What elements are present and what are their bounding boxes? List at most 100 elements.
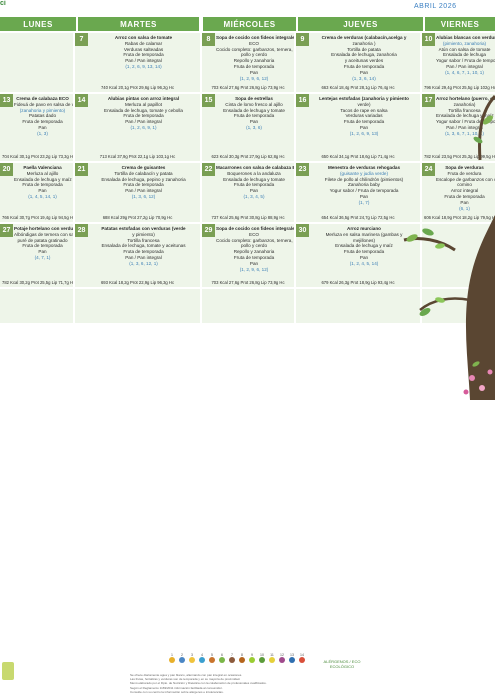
menu-line: Fruta de temporada bbox=[123, 52, 164, 58]
day-number: 23 bbox=[296, 163, 309, 176]
menu-line: Fruta de temporada bbox=[343, 119, 385, 125]
menu-line: Ensalada de lechuga y maíz bbox=[14, 176, 72, 182]
menu-line: Boquerones a la andaluza bbox=[227, 170, 281, 176]
day-number: 27 bbox=[0, 224, 13, 237]
allergen-dot-icon bbox=[199, 657, 205, 663]
menu-day-cell bbox=[202, 289, 294, 323]
nutrition-info: 703 Kcal 27,6g Prot 26,8g Lip 73,9g Hc bbox=[211, 280, 285, 285]
menu-line: Sopa de estrellas bbox=[235, 96, 273, 101]
menu-line: Arroz integral bbox=[450, 188, 479, 194]
allergen-codes: (1, 7) bbox=[358, 199, 370, 205]
day-header-2: MIÉRCOLES bbox=[203, 17, 296, 31]
allergen-codes: (1, 2, 6, 9, 1) bbox=[130, 124, 157, 130]
allergen-codes: (1, 2, 9, 6, 12) bbox=[239, 266, 269, 272]
allergen-icon: 10 bbox=[258, 653, 266, 663]
menu-line: Atún con salsa de tomate bbox=[438, 46, 491, 52]
menu-text: Alubias blancas con verduras(pimiento, z… bbox=[436, 35, 495, 76]
menu-line: Alubias pintas con arroz integral bbox=[107, 96, 180, 101]
menu-line: Fruta de temporada bbox=[123, 113, 164, 119]
allergen-icon: 1 bbox=[168, 653, 176, 663]
allergen-icon: 8 bbox=[238, 653, 246, 663]
menu-line: Zanahoria baby bbox=[348, 182, 380, 188]
day-number: 7 bbox=[75, 33, 88, 46]
menu-line: Fruta de temporada bbox=[233, 254, 275, 260]
menu-text: Lentejas estofadas (zanahoria y pimiento… bbox=[310, 96, 418, 137]
nutrition-info: 713 Kcal 37,9g Prot 22,1g Lip 103,1g Hc bbox=[99, 154, 176, 159]
menu-line: Repollo y zanahoria bbox=[233, 58, 275, 64]
menu-line: zanahoria ) bbox=[352, 40, 376, 46]
menu-line: Patatas dado bbox=[28, 113, 57, 119]
allergen-dot-icon bbox=[189, 657, 195, 663]
menu-line: Pan bbox=[38, 124, 47, 130]
menu-text: Menestra de verduras rehogadas(guisante … bbox=[310, 165, 418, 206]
day-number: 21 bbox=[75, 163, 88, 176]
menu-line: Fruta de temporada bbox=[233, 113, 275, 119]
nutrition-info: 606 Kcal 18,9g Prot 18,2g Lip 79,5g Hc bbox=[424, 215, 495, 220]
menu-line: Yogur sabor / Fruta de temporada bbox=[436, 58, 495, 64]
allergen-codes: (zanahoria y pimiento) bbox=[19, 107, 66, 113]
menu-line: Tortilla de patata bbox=[347, 46, 381, 52]
nutrition-info: 663 Kcal 18,4g Prot 28,1g Lip 76,4g Hc bbox=[321, 85, 395, 90]
day-number: 22 bbox=[202, 163, 215, 176]
allergen-codes: (1, 2, 6, 9, 13, 14) bbox=[125, 63, 162, 69]
menu-line: Fruta de temporada bbox=[444, 193, 485, 199]
company-logo: ci bbox=[0, 0, 6, 7]
menu-line: Pan bbox=[38, 249, 47, 255]
menu-line: Pan bbox=[249, 188, 259, 194]
allergen-icon: 6 bbox=[218, 653, 226, 663]
allergen-dot-icon bbox=[249, 657, 255, 663]
menu-line: Fruta de temporada bbox=[343, 63, 385, 69]
nutrition-info: 766 Kcal 30,7g Prot 19,4g Lip 94,5g Hc bbox=[2, 215, 73, 220]
allergen-codes: (pimiento, zanahoria) bbox=[442, 40, 487, 46]
day-number: 20 bbox=[0, 163, 13, 176]
menu-line: Ensalada de lechuga y maíz bbox=[436, 113, 494, 119]
allergen-dot-icon bbox=[169, 657, 175, 663]
menu-day-cell bbox=[422, 289, 495, 323]
month-title: ABRIL 2026 bbox=[414, 3, 457, 10]
menu-line: Pan bbox=[359, 124, 369, 130]
menu-day-cell bbox=[0, 33, 73, 92]
menu-line: y pimiento) bbox=[132, 231, 155, 237]
menu-line: Fruta de temporada bbox=[22, 119, 63, 125]
menu-line: zanahoria) bbox=[453, 101, 476, 107]
menu-line: pollo y cerdo bbox=[240, 243, 268, 249]
menu-line: Lentejas estofadas (zanahoria y pimiento bbox=[319, 96, 409, 101]
menu-line: Arroz murciano bbox=[347, 226, 381, 231]
menu-line: Fruta de temporada bbox=[123, 249, 164, 255]
menu-line: Sopa de verduras bbox=[445, 165, 484, 170]
menu-line: Ensalada de lechuga y tomate bbox=[223, 176, 285, 182]
menu-line: Repollo y zanahoria bbox=[233, 249, 275, 255]
allergen-codes: (guisante y judía verde) bbox=[339, 170, 388, 176]
menu-line: Cocido completo: garbanzos, ternera, bbox=[216, 46, 293, 52]
allergen-dot-icon bbox=[299, 657, 305, 663]
menu-line: pollo y cerdo bbox=[240, 52, 268, 58]
menu-line: Ensalada de lechuga, tomate y aceitunas bbox=[101, 243, 186, 249]
nutrition-info: 737 Kcal 25,6g Prot 30,8g Lip 88,9g Hc bbox=[211, 215, 285, 220]
nutrition-info: 693 Kcal 18,2g Prot 22,9g Lip 96,3g Hc bbox=[100, 280, 175, 285]
menu-line: Crema de guisantes bbox=[121, 165, 166, 170]
menu-line: Potaje hortelano con verduras bbox=[14, 226, 73, 231]
menu-line: Ensalada de lechuga bbox=[443, 52, 486, 58]
menu-line: Sopa de cocido con fideos integrales bbox=[216, 226, 294, 231]
day-number: 13 bbox=[0, 94, 13, 107]
menu-line: Paella Valenciana bbox=[23, 165, 62, 170]
menu-line: y aceitunas verdes bbox=[344, 58, 384, 64]
menu-line: Arroz con salsa de tomate bbox=[114, 35, 173, 40]
day-header-4: VIERNES bbox=[425, 17, 495, 31]
menu-line: Pan bbox=[359, 254, 369, 260]
allergen-codes: (1, 3, 6, 12) bbox=[131, 193, 156, 199]
day-number: 17 bbox=[422, 94, 435, 107]
menu-line: Ensalada de lechuga y tomate bbox=[223, 107, 285, 113]
